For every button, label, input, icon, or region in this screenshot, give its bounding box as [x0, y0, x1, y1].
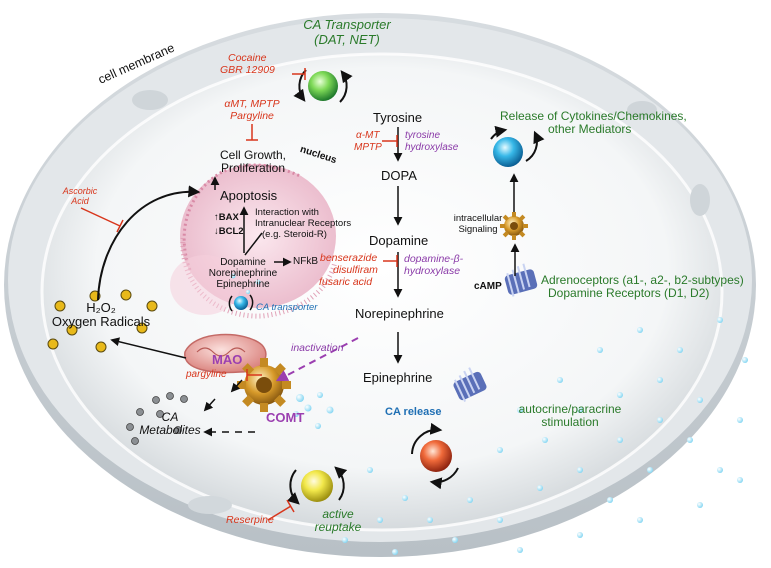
fusaric-acid-label: fusaric acid	[319, 276, 373, 288]
pargyline-top-label: Pargyline	[230, 110, 274, 122]
transporter-title: CA Transporter	[303, 17, 391, 32]
ascorbic-label-2: Acid	[71, 196, 89, 206]
flow-arrows	[97, 173, 520, 437]
norepinephrine-label: Norepinephrine	[355, 306, 444, 321]
nuclear-transporter-label: CA transporter	[256, 302, 318, 313]
active-reuptake-label-2: reuptake	[314, 520, 362, 534]
apoptosis-label: Apoptosis	[220, 188, 278, 203]
adrenoceptors-label: Adrenoceptors (a1-, a2-, b2-subtypes)	[541, 273, 744, 287]
gbr-label: GBR 12909	[220, 64, 275, 76]
pargyline-label: pargyline	[186, 369, 227, 380]
adrenoceptor-receptor	[504, 263, 538, 297]
ca-release-label: CA release	[385, 406, 442, 418]
cocaine-label: Cocaine	[228, 52, 267, 64]
intracellular-signaling-label-2: Signaling	[458, 224, 498, 235]
ca-metabolites-label-1: CA	[161, 410, 179, 424]
comt-gear	[237, 358, 291, 412]
cytokine-release-label-1: Release of Cytokines/Chemokines,	[500, 109, 687, 123]
autocrine-label-2: stimulation	[541, 415, 599, 429]
bcl2-label: ↓BCL2	[214, 226, 244, 237]
active-reuptake-label-1: active	[322, 507, 354, 521]
ca-metabolite-dots	[126, 392, 188, 445]
autocrine-receptor	[453, 367, 487, 402]
tyrosine-hydroxylase-label-2: hydroxylase	[405, 142, 459, 153]
bax-label: ↑BAX	[214, 212, 239, 223]
ca-release-channel	[411, 422, 459, 490]
oxygen-radicals-label: Oxygen Radicals	[51, 314, 151, 329]
ca-transporter-top	[293, 69, 353, 103]
nuclear-norepinephrine-label: Norepinephrine	[208, 268, 278, 279]
mao-label: MAO	[212, 352, 243, 367]
dopamine-label: Dopamine	[369, 233, 429, 248]
nuclear-ca-transporter	[228, 294, 254, 312]
nfkb-label: NFkB	[293, 256, 318, 267]
intracellular-signaling-label-1: intracellular	[453, 213, 503, 224]
dbh-label-2: hydroxylase	[404, 265, 461, 277]
h2o2-label: H₂O₂	[86, 300, 116, 315]
transporter-subtitle: (DAT, NET)	[314, 32, 380, 47]
nuclear-epinephrine-label: Epinephrine	[216, 279, 270, 290]
oxygen-radicals	[47, 289, 158, 353]
comt-label: COMT	[266, 410, 305, 425]
disulfiram-label: disulfiram	[333, 264, 378, 276]
ca-metabolites-label-2: Metabolites	[139, 423, 201, 437]
mptp-label: MPTP	[354, 142, 382, 153]
nuclear-dopamine-label: Dopamine	[220, 257, 266, 268]
interaction-line3: (e.g. Steroid-R)	[262, 229, 327, 240]
ascorbic-label-1: Ascorbic	[62, 186, 98, 196]
amt-label: α-MT	[356, 130, 380, 141]
pathway-inhibitors	[80, 68, 398, 521]
dopa-label: DOPA	[381, 168, 417, 183]
cytokine-release-channel	[490, 125, 545, 167]
proliferation-label: Proliferation	[220, 161, 286, 175]
reuptake-transporter	[286, 466, 348, 505]
tyrosine-hydroxylase-label-1: tyrosine	[405, 130, 441, 141]
camp-label: cAMP	[474, 281, 502, 292]
epinephrine-label: Epinephrine	[363, 370, 433, 385]
ca-droplets	[230, 273, 748, 555]
nucleus	[170, 163, 338, 319]
dopamine-receptors-label: Dopamine Receptors (D1, D2)	[548, 286, 710, 300]
inactivation-arrow	[275, 337, 359, 382]
interaction-line2: Intranuclear Receptors	[255, 218, 352, 229]
benserazide-label: benserazide	[320, 252, 378, 264]
inactivation-label: inactivation	[291, 342, 344, 354]
dbh-label-1: dopamine-β-	[404, 253, 464, 265]
amt-mptp-label: αMT, MPTP	[224, 98, 280, 110]
reserpine-label: Reserpine	[226, 514, 274, 526]
signaling-gear	[500, 212, 528, 240]
autocrine-label-1: autocrine/paracrine	[518, 402, 622, 416]
tyrosine-label: Tyrosine	[373, 110, 423, 125]
cell-growth-label: Cell Growth,	[219, 148, 287, 162]
interaction-line1: Interaction with	[255, 207, 319, 218]
cytokine-release-label-2: other Mediators	[548, 122, 632, 136]
